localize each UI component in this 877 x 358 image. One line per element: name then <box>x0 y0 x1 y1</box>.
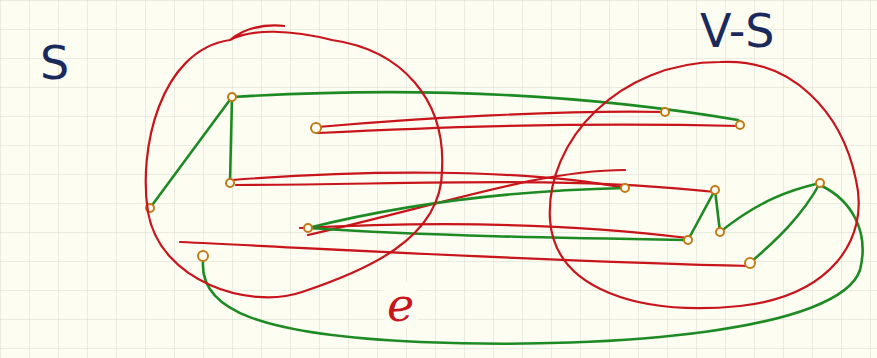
vertex <box>198 251 208 261</box>
tree-edge <box>750 183 820 263</box>
vertex <box>661 108 669 116</box>
complement-region: V-S <box>545 58 867 320</box>
vertex <box>716 228 724 236</box>
vertex <box>311 123 321 133</box>
red-edges <box>180 112 750 266</box>
tree-edge <box>308 188 625 228</box>
tree-edge <box>203 186 863 344</box>
tree-edge <box>150 97 232 208</box>
region-outline <box>140 22 450 312</box>
tree-edge <box>232 92 738 120</box>
graph-edge <box>180 242 750 266</box>
vertices <box>146 93 824 268</box>
vertex <box>736 121 744 129</box>
set-region: S <box>140 22 450 312</box>
set-name: S <box>40 40 69 86</box>
set-name: V-S <box>700 8 775 54</box>
vertex <box>304 224 312 232</box>
region-border <box>550 62 859 308</box>
region-border <box>146 26 443 298</box>
vertex <box>816 179 824 187</box>
vertex <box>228 93 236 101</box>
region-outline <box>545 58 867 320</box>
graph-edge <box>308 170 625 235</box>
vertex <box>745 258 755 268</box>
green-edges <box>150 92 863 343</box>
vertex <box>684 236 692 244</box>
tree-edge <box>230 97 232 183</box>
graph-edge <box>318 125 740 133</box>
tree-edge <box>308 228 688 240</box>
vertex <box>711 186 719 194</box>
vertex <box>621 184 629 192</box>
graph-edge <box>236 182 715 192</box>
edge-label: e <box>384 282 417 328</box>
vertex <box>226 179 234 187</box>
